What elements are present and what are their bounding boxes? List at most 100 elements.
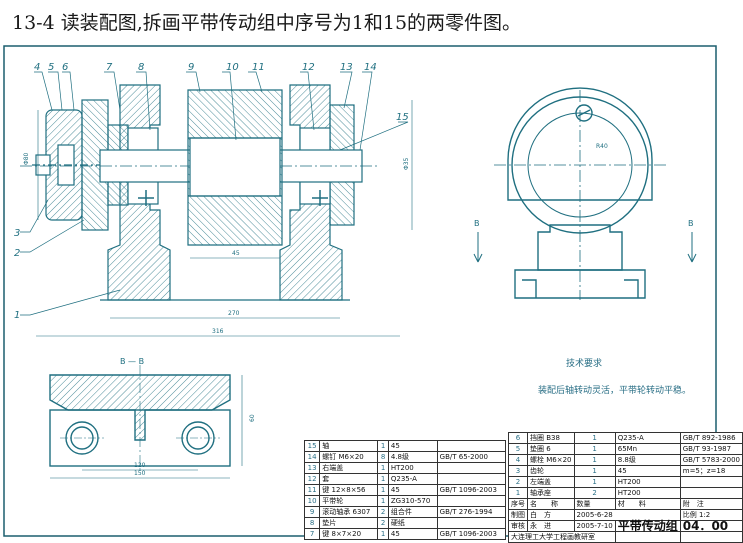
part-std: GB/T 276-1994 xyxy=(436,506,507,518)
part-qty: 8 xyxy=(377,451,389,463)
part-qty: 2 xyxy=(573,487,616,499)
dim-270: 270 xyxy=(228,310,240,317)
dim-150: 150 xyxy=(134,470,146,477)
technical-requirements: 技术要求 装配后轴转动灵活，平带轮转动平稳。 xyxy=(538,356,691,410)
part-qty: 1 xyxy=(377,484,389,496)
balloon-9: 9 xyxy=(188,62,194,73)
parts-header-row: 序号 名 称 数量 材 料 附 注 xyxy=(508,498,743,510)
part-name: 右端盖 xyxy=(319,462,379,474)
header-no: 序号 xyxy=(508,498,528,510)
assembly-drawing: 4 5 6 7 8 9 10 11 12 13 14 15 3 2 1 270 … xyxy=(3,45,717,537)
bb-dimensions: 150 120 60 xyxy=(50,375,256,479)
part-mat: ZG310-570 xyxy=(387,495,438,507)
part-name: 垫片 xyxy=(319,517,379,529)
dim-d80: Φ80 xyxy=(23,152,30,165)
balloon-14: 14 xyxy=(364,62,377,73)
part-mat: 45 xyxy=(614,465,681,477)
balloon-8: 8 xyxy=(138,62,144,73)
checked-label: 审核 xyxy=(508,520,528,532)
dim-60: 60 xyxy=(249,414,256,422)
drawn-name: 白 方 xyxy=(527,509,575,521)
notes-line-1: 装配后轴转动灵活，平带轮转动平稳。 xyxy=(538,386,692,396)
part-std xyxy=(436,517,507,529)
part-std xyxy=(436,440,507,452)
part-name: 套 xyxy=(319,473,379,485)
part-std: GB/T 1096-2003 xyxy=(436,528,507,540)
part-qty: 1 xyxy=(377,473,389,485)
part-name: 齿轮 xyxy=(527,465,575,477)
balloon-numbers: 4 5 6 7 8 9 10 11 12 13 14 15 3 2 1 xyxy=(14,62,409,321)
dim-45: 45 xyxy=(232,250,240,257)
balloon-5: 5 xyxy=(48,62,54,73)
header-std: 附 注 xyxy=(679,498,743,510)
side-view: B B R40 xyxy=(473,87,697,300)
part-name: 轴 xyxy=(319,440,379,452)
section-bb-view xyxy=(49,365,231,472)
part-name: 螺栓 M6×20 xyxy=(527,454,575,466)
scale-value: 1:2 xyxy=(698,511,711,519)
part-qty: 1 xyxy=(377,462,389,474)
balloon-2: 2 xyxy=(14,248,20,259)
part-qty: 1 xyxy=(377,528,389,540)
front-dimensions: 270 316 45 Φ80 Φ35 xyxy=(23,100,413,337)
part-mat: HT200 xyxy=(614,476,681,488)
part-no: 11 xyxy=(303,484,321,496)
part-name: 平带轮 xyxy=(319,495,379,507)
section-mark-right: B xyxy=(688,219,694,228)
part-qty: 2 xyxy=(377,506,389,518)
part-mat: HT200 xyxy=(387,462,438,474)
checked-name: 永 进 xyxy=(527,520,575,532)
balloon-12: 12 xyxy=(302,62,315,73)
part-no: 7 xyxy=(303,528,321,540)
part-mat: Q235-A xyxy=(387,473,438,485)
part-std: GB/T 1096-2003 xyxy=(436,484,507,496)
part-qty: 1 xyxy=(377,495,389,507)
part-no: 13 xyxy=(303,462,321,474)
title-row-drawn: 制图 白 方 2005-6-28 比例 1:2 xyxy=(508,509,743,521)
part-qty: 1 xyxy=(573,476,616,488)
balloon-1: 1 xyxy=(14,310,20,321)
page-title: 13-4 读装配图,拆画平带传动组中序号为1和15的两零件图。 xyxy=(12,12,522,34)
balloon-4: 4 xyxy=(34,62,40,73)
part-std: GB/T 65-2000 xyxy=(436,451,507,463)
part-name: 挡圈 B38 xyxy=(527,432,575,444)
part-no: 10 xyxy=(303,495,321,507)
section-mark-left: B xyxy=(474,219,480,228)
part-name: 垫圈 6 xyxy=(527,443,575,455)
header-mat: 材 料 xyxy=(614,498,681,510)
part-no: 1 xyxy=(508,487,528,499)
part-name: 键 12×8×56 xyxy=(319,484,379,496)
part-name: 轴承座 xyxy=(527,487,575,499)
checked-date: 2005-7-10 xyxy=(573,520,616,532)
assembly-name: 平带传动组 xyxy=(614,520,681,532)
part-std xyxy=(679,476,743,488)
title-row-checked: 审核 永 进 2005-7-10 平带传动组 04．00 xyxy=(508,520,743,532)
part-std xyxy=(436,462,507,474)
part-name: 键 8×7×20 xyxy=(319,528,379,540)
part-std: m=5；z=18 xyxy=(679,465,743,477)
part-mat: 硬纸 xyxy=(387,517,438,529)
part-std xyxy=(679,487,743,499)
part-qty: 1 xyxy=(573,432,616,444)
part-mat: 组合件 xyxy=(387,506,438,518)
part-mat: 4.8级 xyxy=(387,451,438,463)
part-std xyxy=(436,473,507,485)
part-no: 12 xyxy=(303,473,321,485)
part-name: 左端盖 xyxy=(527,476,575,488)
part-no: 2 xyxy=(508,476,528,488)
part-no: 14 xyxy=(303,451,321,463)
